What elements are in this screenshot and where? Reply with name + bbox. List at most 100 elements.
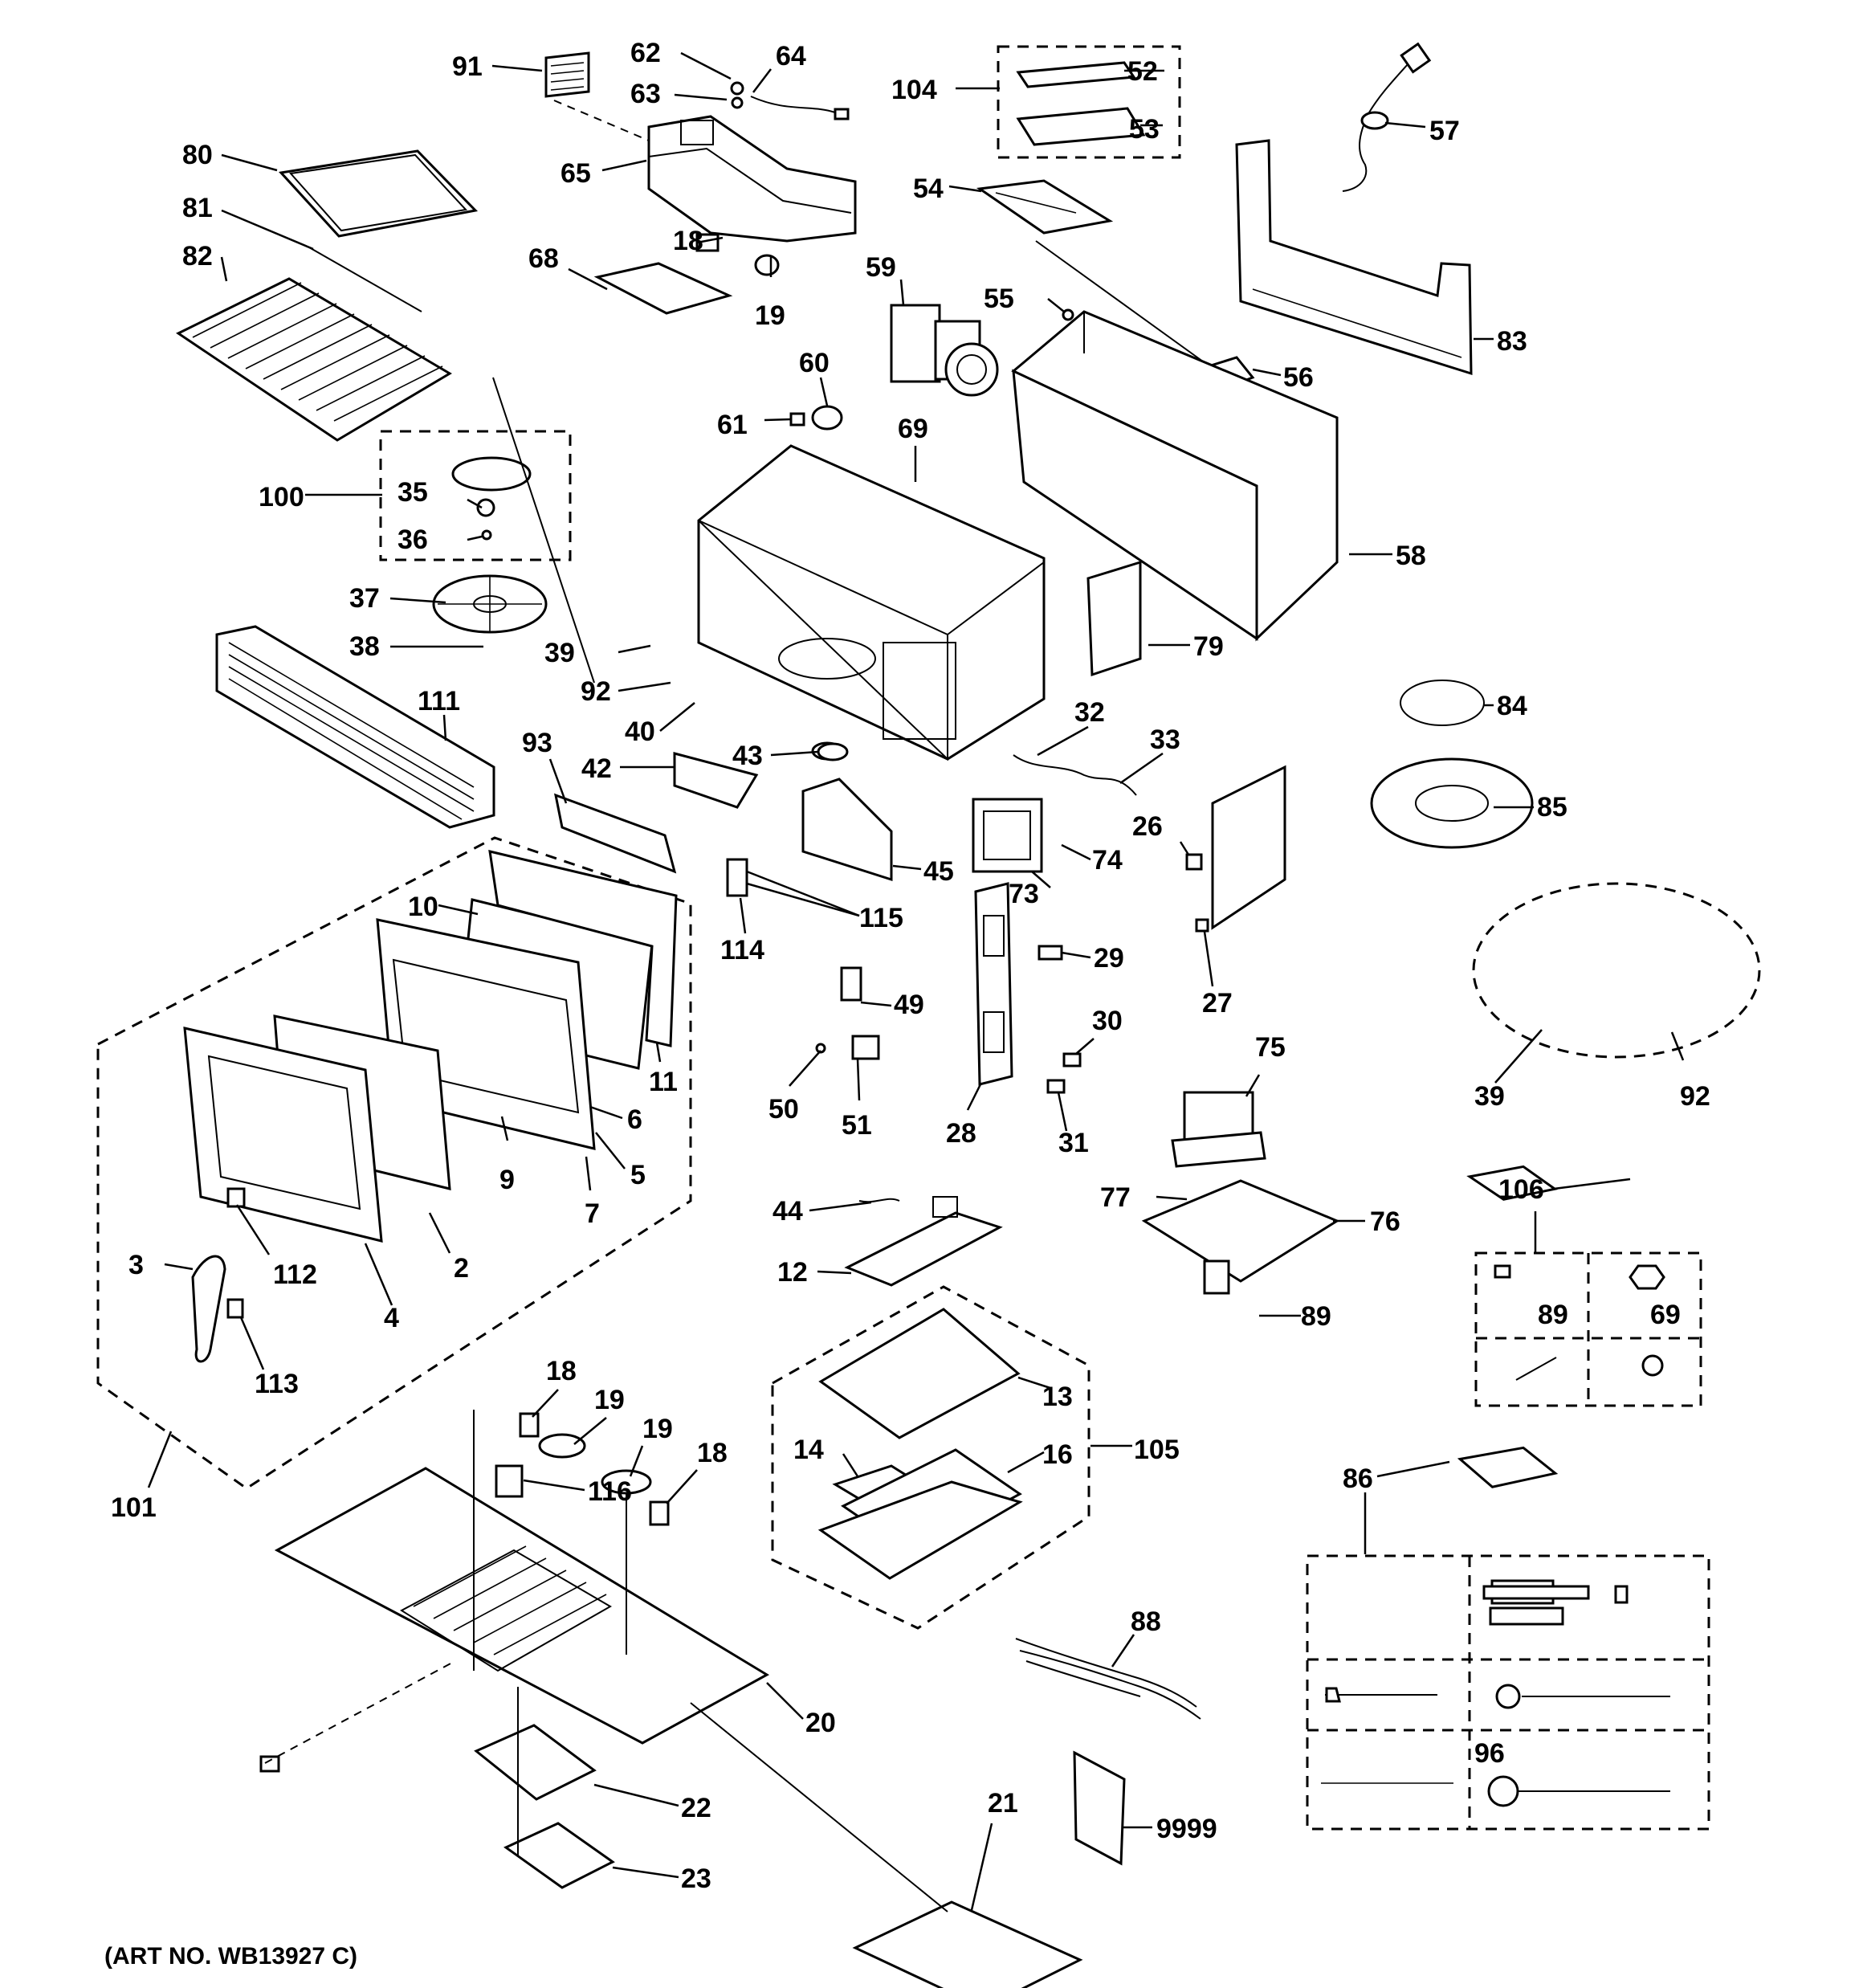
callout-83: 83 [1497,326,1527,357]
part-glass-tray-85 [1370,757,1534,849]
callout-19-lamp-left: 19 [594,1385,625,1415]
callout-82: 82 [182,241,213,271]
part-turntable-support-37 [432,574,548,634]
callout-100: 100 [259,482,304,512]
callout-85: 85 [1537,792,1567,823]
part-oven-cavity [697,444,1046,761]
callout-9999: 9999 [1156,1814,1217,1844]
callout-38: 38 [349,631,380,662]
callout-13: 13 [1042,1382,1073,1412]
group-100-box [379,430,572,561]
callout-23: 23 [681,1863,711,1894]
callout-28: 28 [946,1118,976,1149]
callout-92-cavity: 92 [581,676,611,707]
part-vent-grille-111 [215,625,495,829]
callout-19-lamp-right: 19 [642,1414,673,1444]
callout-5: 5 [630,1160,646,1190]
callout-84: 84 [1497,691,1527,721]
callout-58: 58 [1396,541,1426,571]
callout-18-lamp-right: 18 [697,1438,728,1468]
callout-88: 88 [1131,1606,1161,1637]
callout-2: 2 [454,1253,469,1284]
callout-18-top: 18 [673,226,703,256]
part-blower-motor-59 [890,304,999,397]
callout-69-cavity: 69 [898,414,928,444]
callout-18-lamp-left: 18 [546,1356,577,1386]
callout-105: 105 [1134,1435,1180,1465]
leader-lines [147,51,1685,1912]
callout-27: 27 [1202,988,1233,1018]
callout-92-tray: 92 [1680,1081,1710,1112]
callout-114: 114 [720,935,764,965]
callout-16: 16 [1042,1439,1073,1470]
parts [176,42,1670,1988]
callout-44: 44 [773,1196,803,1227]
part-roller-ring-84 [1400,680,1485,726]
callout-32: 32 [1074,697,1105,728]
callout-42: 42 [581,753,612,784]
callout-91: 91 [452,51,483,82]
callout-49: 49 [894,990,924,1020]
part-outer-case-58 [1011,310,1339,642]
callout-3: 3 [128,1250,144,1280]
part-vent-grille-91 [544,51,590,98]
part-filter-80 [279,149,479,238]
callout-60: 60 [799,348,830,378]
callout-68: 68 [528,243,559,274]
callout-21: 21 [988,1788,1018,1819]
callout-50: 50 [768,1094,799,1125]
callout-40: 40 [625,716,655,747]
callout-14: 14 [793,1435,824,1465]
callout-12: 12 [777,1257,808,1288]
callout-62: 62 [630,38,661,68]
part-literature-9999 [1073,1750,1126,1866]
callout-96: 96 [1474,1738,1505,1769]
part-grease-filter-82 [176,277,452,442]
callout-51: 51 [842,1110,872,1141]
group-outlines [96,45,1761,1831]
callout-22: 22 [681,1793,711,1823]
group-106-grid [1474,1251,1702,1407]
callout-89-kit: 89 [1538,1300,1568,1330]
part-magnetron-73 [972,798,1043,873]
callout-30: 30 [1092,1006,1123,1036]
callout-57: 57 [1429,116,1460,146]
group-101-outline [96,836,692,1490]
group-39-92-outline [1472,882,1761,1059]
callout-9: 9 [499,1165,515,1195]
callout-33: 33 [1150,725,1180,755]
group-86-grid [1306,1554,1710,1831]
part-mounting-plate-83 [1235,139,1473,376]
callout-75: 75 [1255,1032,1286,1063]
callout-111: 111 [418,686,460,716]
callout-69-kit: 69 [1650,1300,1681,1330]
callout-64: 64 [776,41,806,71]
callout-79: 79 [1193,631,1224,662]
callout-7: 7 [585,1198,600,1229]
part-transformer-75 [1171,1091,1266,1168]
callout-106: 106 [1498,1174,1544,1205]
callout-56: 56 [1283,362,1314,393]
callout-59: 59 [866,252,896,283]
callout-65: 65 [561,158,591,189]
callout-89-base: 89 [1301,1301,1331,1332]
callout-39-tray: 39 [1474,1081,1505,1112]
callout-54: 54 [913,173,944,204]
callout-19-top: 19 [755,300,785,331]
callout-39-cavity: 39 [544,638,575,668]
art-number: (ART NO. WB13927 C) [104,1943,357,1970]
callout-37: 37 [349,583,380,614]
callout-36: 36 [397,525,428,555]
part-door-latch-28 [974,882,1013,1086]
part-main-board-12 [844,1196,1003,1287]
callout-52: 52 [1127,56,1158,87]
callout-11: 11 [649,1067,678,1097]
part-charcoal-filter-21 [852,1900,1083,1988]
callout-104: 104 [891,75,937,105]
callout-76: 76 [1370,1206,1400,1237]
callout-81: 81 [182,193,213,223]
group-105-outline [771,1285,1090,1630]
callout-112: 112 [273,1259,317,1290]
callout-101: 101 [111,1492,157,1523]
